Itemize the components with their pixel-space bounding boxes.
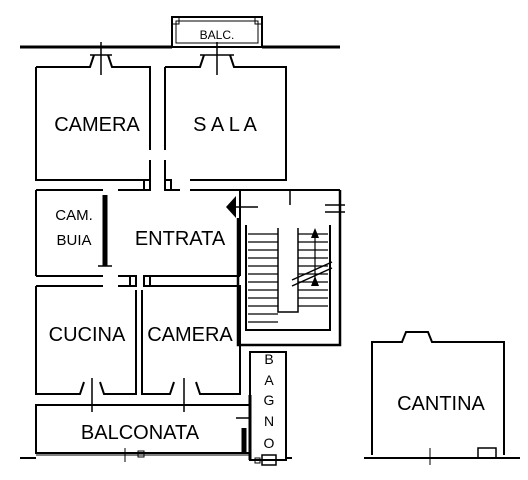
dark-room-partition (98, 195, 112, 267)
room-bedroom-bottom-outline (141, 285, 241, 395)
label-bathroom-letter: G (264, 392, 275, 408)
label-balcony: BALC. (200, 28, 235, 42)
room-living-outline (164, 54, 287, 181)
label-bathroom: B A G N O (264, 351, 275, 451)
cellar-outline (364, 331, 520, 465)
label-entrance: ENTRATA (135, 228, 226, 250)
label-bathroom-letter: N (264, 413, 274, 429)
label-bedroom-top: CAMERA (54, 114, 140, 136)
label-living-room: S A L A (193, 114, 257, 136)
entry-arrow (226, 196, 258, 218)
label-bathroom-letter: O (264, 435, 275, 451)
label-bedroom-bottom: CAMERA (147, 324, 233, 346)
window-ticks-bottom (91, 378, 185, 412)
window-ticks-top (90, 42, 234, 75)
bathroom-partition (236, 417, 250, 452)
label-terrace: BALCONATA (81, 422, 200, 444)
middle-walls (35, 189, 340, 277)
label-dark-room-2: BUIA (56, 232, 91, 249)
label-bathroom-letter: B (264, 351, 273, 367)
label-bathroom-letter: A (264, 372, 274, 388)
bathroom-outline (248, 351, 287, 466)
room-kitchen-outline (35, 285, 137, 395)
label-dark-room-1: CAM. (55, 207, 93, 224)
door-jambs (129, 179, 172, 287)
stairwell (236, 190, 345, 347)
label-kitchen: CUCINA (49, 324, 126, 346)
room-bedroom-top-outline (35, 54, 151, 181)
label-cellar: CANTINA (397, 393, 485, 415)
